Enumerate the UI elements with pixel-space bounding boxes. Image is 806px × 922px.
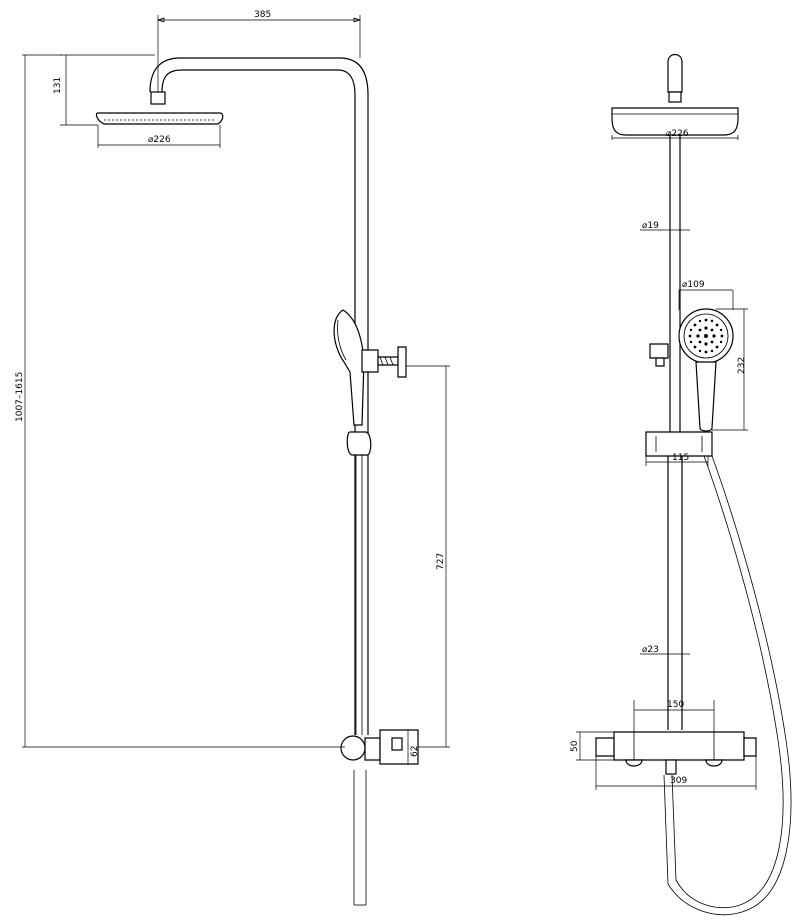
dim-slider-offset: 115: [672, 453, 689, 463]
front-shower-head: [611, 107, 739, 136]
dim-handset-bracket-height: 727: [436, 553, 446, 570]
front-riser-pipe: [669, 135, 681, 432]
side-hose: [355, 455, 363, 735]
front-bracket-knob: [649, 343, 669, 359]
side-overhead-arm: [149, 57, 369, 96]
front-arm-top: [667, 53, 683, 93]
front-handset-grip: [695, 361, 717, 432]
dim-valve-width: 309: [670, 776, 687, 786]
dim-riser-diameter-upper: ⌀19: [642, 221, 659, 231]
front-view: ⌀226 ⌀19 ⌀109 232 115 ⌀23 150 50 309: [570, 53, 792, 916]
dim-handset-length: 232: [737, 357, 747, 374]
side-shower-head: [95, 112, 224, 125]
dim-head-diameter-front: ⌀226: [666, 129, 689, 139]
dim-valve-depth: 62: [410, 746, 420, 757]
dim-handset-diameter: ⌀109: [682, 280, 705, 290]
front-handset-nozzles: [688, 318, 724, 354]
front-valve-knob-left: [625, 759, 643, 767]
side-valve-body: [340, 735, 366, 761]
dim-arm-length: 385: [254, 10, 271, 20]
side-view: 385 131 ⌀226 1007–1615 727 62: [15, 10, 450, 906]
side-head-connector: [150, 91, 166, 105]
front-hose: [671, 455, 784, 909]
side-handset-bracket: [361, 349, 379, 373]
dim-head-drop: 131: [53, 77, 63, 94]
dim-valve-centers: 150: [667, 700, 684, 710]
side-handset: [333, 309, 365, 426]
dim-valve-height: 50: [570, 740, 580, 752]
dim-total-height: 1007–1615: [15, 372, 25, 422]
dim-riser-diameter-lower: ⌀23: [642, 645, 659, 655]
side-hose-clip: [346, 431, 372, 456]
front-valve-knob-right: [705, 759, 723, 767]
front-valve-body: [613, 731, 745, 761]
front-valve-outlet: [665, 759, 677, 775]
dim-head-diameter-side: ⌀226: [148, 135, 171, 145]
